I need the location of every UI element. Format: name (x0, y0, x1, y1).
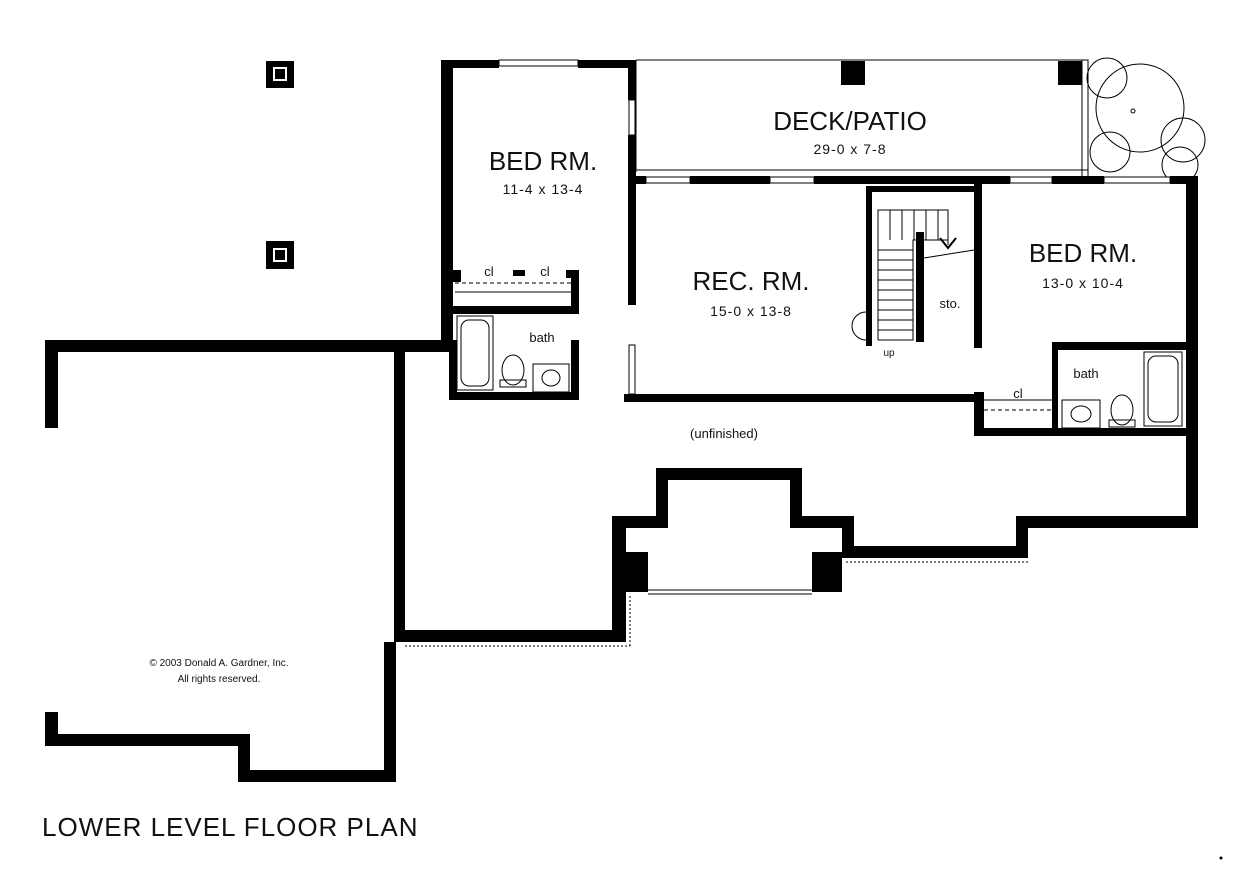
window (498, 59, 579, 67)
room-name-bed-right: BED RM. (1029, 238, 1137, 268)
window (645, 176, 691, 184)
wall (1052, 176, 1104, 184)
plan-title: LOWER LEVEL FLOOR PLAN (42, 812, 418, 842)
wall (1052, 342, 1058, 392)
copyright-line-2: All rights reserved. (178, 674, 261, 685)
stair-direction-label: up (883, 348, 895, 359)
closet-label: cl (484, 264, 494, 279)
wall (1186, 176, 1198, 528)
corner-mark (1219, 856, 1223, 860)
room-name-bath-left: bath (529, 330, 554, 345)
bathtub-basin (1147, 355, 1179, 423)
sink (1061, 399, 1101, 429)
bathtub (456, 315, 494, 391)
toilet-tank (1108, 419, 1136, 428)
room-dims-bed-left: 11-4 x 13-4 (503, 181, 584, 197)
wall (628, 135, 636, 305)
window (769, 176, 815, 184)
copyright-line-1: © 2003 Donald A. Gardner, Inc. (149, 658, 288, 669)
room-name-bed-left: BED RM. (489, 146, 597, 176)
window (1103, 176, 1171, 184)
wall (513, 270, 525, 276)
wall (974, 392, 984, 436)
wall (449, 392, 579, 400)
wall (571, 340, 579, 400)
front-column (626, 552, 648, 592)
sink-basin (541, 369, 561, 387)
door-swing (628, 99, 636, 136)
toilet (501, 354, 525, 386)
deck-post (1058, 61, 1082, 85)
room-name-storage: sto. (940, 296, 961, 311)
post (275, 69, 285, 79)
bathtub-basin (460, 319, 490, 387)
wall (1170, 176, 1198, 184)
wall (1052, 342, 1186, 350)
window (1009, 176, 1053, 184)
deck-post (841, 61, 865, 85)
room-dims-deck: 29-0 x 7-8 (813, 141, 886, 157)
wall (628, 60, 636, 100)
closet-label: cl (540, 264, 550, 279)
room-name-deck: DECK/PATIO (773, 106, 927, 136)
toilet (1110, 394, 1134, 426)
tree-icon (1086, 57, 1206, 184)
front-column (812, 552, 842, 592)
room-name-rec: REC. RM. (693, 266, 810, 296)
wall (441, 60, 453, 346)
wall (636, 176, 646, 184)
wall (974, 184, 982, 348)
wall (441, 60, 499, 68)
wall (814, 176, 1010, 184)
toilet-tank (499, 379, 527, 388)
wall (571, 270, 579, 310)
sink (532, 363, 570, 393)
wall (624, 394, 982, 402)
staircase (851, 186, 975, 346)
wall (453, 270, 461, 282)
room-name-bath-right: bath (1073, 366, 1098, 381)
wall (453, 306, 579, 314)
wall (690, 176, 770, 184)
wall (449, 340, 457, 400)
room-name-unfinished: (unfinished) (690, 426, 758, 441)
post (275, 250, 285, 260)
wall (974, 428, 1186, 436)
wall (578, 60, 636, 68)
exterior-wall (45, 340, 1198, 642)
bathtub (1143, 351, 1183, 427)
wall (1052, 392, 1058, 432)
closet-label: cl (1013, 386, 1023, 401)
sink-basin (1070, 405, 1092, 423)
room-dims-rec: 15-0 x 13-8 (710, 303, 792, 319)
room-dims-bed-right: 13-0 x 10-4 (1042, 275, 1124, 291)
door-swing (628, 344, 636, 395)
